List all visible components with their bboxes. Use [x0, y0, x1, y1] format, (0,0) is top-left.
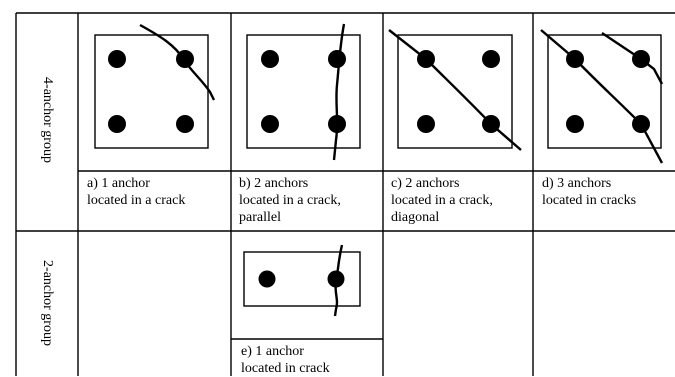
row-label-4-anchor: 4-anchor group — [40, 77, 55, 163]
caption-line: a) 1 anchor — [87, 176, 150, 191]
crack-line — [388, 29, 522, 151]
anchor — [566, 115, 584, 133]
anchor-group-c — [388, 29, 522, 151]
anchor — [258, 270, 276, 288]
caption-line: d) 3 anchors — [542, 176, 612, 191]
crack-line — [332, 23, 346, 161]
caption-line: located in cracks — [542, 193, 637, 208]
anchor — [328, 50, 346, 68]
anchor — [482, 50, 500, 68]
base-plate — [243, 251, 361, 307]
caption-line: located in a crack — [87, 193, 186, 208]
caption-e: e) 1 anchor located in crack — [241, 343, 330, 377]
caption-line: located in a crack, — [391, 193, 493, 208]
anchor — [417, 115, 435, 133]
table-grid — [15, 12, 675, 376]
row-label-2-anchor: 2-anchor group — [40, 260, 55, 346]
base-plate — [246, 34, 361, 149]
crack-line — [333, 244, 344, 317]
caption-line: diagonal — [391, 210, 440, 225]
anchor-group-b — [246, 23, 361, 161]
anchor-group-e — [243, 244, 361, 317]
base-plate — [397, 34, 513, 149]
anchor-group-a — [94, 23, 216, 149]
crack-line — [139, 23, 216, 101]
anchor — [261, 115, 279, 133]
anchor — [261, 50, 279, 68]
caption-line: located in a crack, — [239, 193, 341, 208]
caption-d: d) 3 anchors located in cracks — [542, 175, 636, 209]
crack-line — [540, 29, 664, 164]
caption-c: c) 2 anchors located in a crack, diagona… — [391, 175, 493, 226]
caption-line: parallel — [239, 210, 281, 225]
caption-line: b) 2 anchors — [239, 176, 309, 191]
base-plate — [94, 34, 209, 149]
caption-line: located in crack — [241, 361, 330, 376]
anchor — [176, 115, 194, 133]
caption-a: a) 1 anchor located in a crack — [87, 175, 185, 209]
anchor — [108, 50, 126, 68]
crack-line — [601, 32, 664, 85]
caption-line: c) 2 anchors — [391, 176, 460, 191]
anchor — [108, 115, 126, 133]
caption-line: e) 1 anchor — [241, 344, 304, 359]
anchor-group-d — [540, 29, 664, 164]
caption-b: b) 2 anchors located in a crack, paralle… — [239, 175, 341, 226]
